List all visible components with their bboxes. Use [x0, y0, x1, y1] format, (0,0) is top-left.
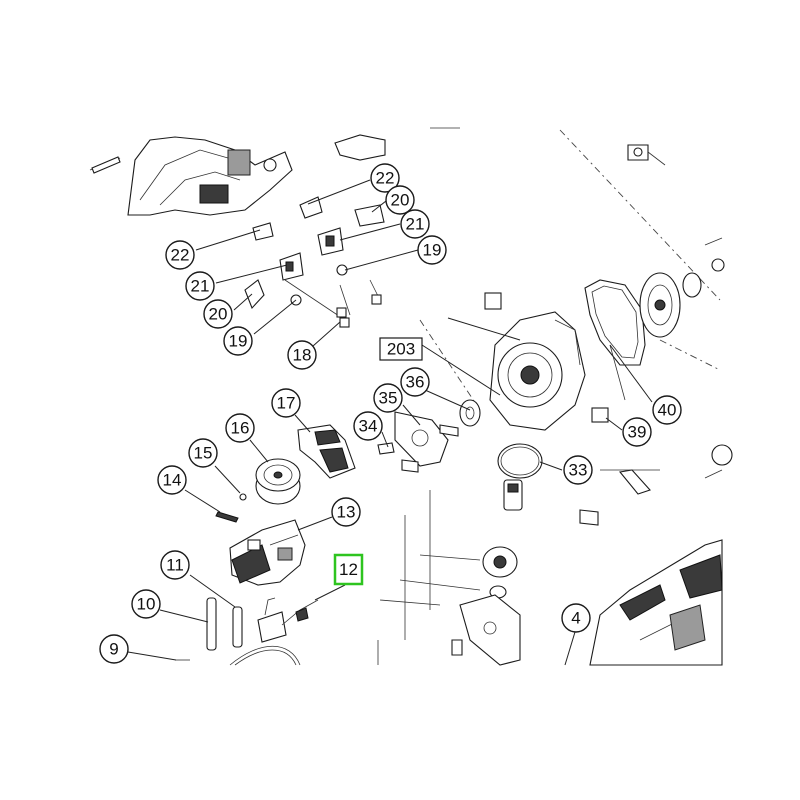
cable: [175, 645, 301, 666]
svg-text:19: 19: [423, 241, 442, 260]
svg-text:20: 20: [209, 305, 228, 324]
spindle-stack: [377, 479, 523, 666]
callout-36[interactable]: 36: [400, 367, 430, 397]
svg-text:12: 12: [339, 560, 358, 579]
housing-top-left: [89, 136, 293, 216]
switch-slider: [297, 424, 356, 479]
svg-text:35: 35: [379, 389, 398, 408]
callout-17[interactable]: 17: [271, 388, 301, 418]
callout-9[interactable]: 9: [99, 634, 129, 664]
svg-text:40: 40: [658, 401, 677, 420]
callout-19-lower[interactable]: 19: [223, 326, 253, 356]
svg-text:19: 19: [229, 332, 248, 351]
callout-19-upper[interactable]: 19: [417, 235, 447, 265]
leader-lines: [127, 179, 653, 666]
svg-text:15: 15: [194, 444, 213, 463]
svg-text:11: 11: [166, 556, 184, 575]
pin-and-spring: [215, 493, 247, 523]
callout-18[interactable]: 18: [287, 340, 317, 370]
callout-34[interactable]: 34: [353, 411, 383, 441]
svg-text:4: 4: [571, 609, 580, 628]
svg-text:33: 33: [569, 461, 588, 480]
callout-15[interactable]: 15: [188, 438, 218, 468]
callout-39[interactable]: 39: [622, 417, 652, 447]
brush-holder-with-wire: [257, 597, 319, 643]
svg-text:36: 36: [406, 373, 425, 392]
callout-13[interactable]: 13: [331, 497, 361, 527]
housing-bottom-right: [589, 539, 723, 666]
svg-text:18: 18: [293, 346, 312, 365]
callout-11[interactable]: 11: [160, 550, 190, 580]
washer-bolt-set: [377, 399, 481, 473]
o-ring: [497, 443, 543, 479]
right-bolts: [579, 444, 733, 526]
svg-text:39: 39: [628, 423, 647, 442]
callout-21-upper[interactable]: 21: [400, 209, 430, 239]
brush-assembly: [244, 196, 385, 328]
svg-text:20: 20: [391, 191, 410, 210]
switch-unit: [229, 519, 306, 586]
svg-text:21: 21: [406, 215, 425, 234]
callout-14[interactable]: 14: [157, 465, 187, 495]
svg-text:22: 22: [171, 246, 190, 265]
svg-text:203: 203: [387, 340, 415, 359]
gasket-and-bearings: [584, 272, 721, 423]
top-small-parts: [334, 127, 725, 301]
svg-text:16: 16: [231, 419, 250, 438]
gear-housing: [419, 292, 586, 431]
svg-text:34: 34: [359, 417, 378, 436]
callout-4[interactable]: 4: [561, 603, 591, 633]
svg-text:22: 22: [376, 169, 395, 188]
svg-text:21: 21: [191, 277, 210, 296]
callout-22-lower[interactable]: 22: [165, 240, 195, 270]
callout-203[interactable]: 203: [379, 337, 423, 361]
callout-20-upper[interactable]: 20: [385, 185, 415, 215]
svg-text:10: 10: [137, 595, 156, 614]
callout-40[interactable]: 40: [652, 395, 682, 425]
gear: [255, 458, 301, 505]
svg-text:14: 14: [163, 471, 182, 490]
callout-12-highlighted[interactable]: 12: [333, 553, 364, 586]
callout-10[interactable]: 10: [131, 589, 161, 619]
callout-20-lower[interactable]: 20: [203, 299, 233, 329]
callout-22-upper[interactable]: 22: [370, 163, 400, 193]
svg-text:13: 13: [337, 503, 356, 522]
callout-35[interactable]: 35: [373, 383, 403, 413]
callout-33[interactable]: 33: [563, 455, 593, 485]
svg-text:9: 9: [109, 640, 118, 659]
callout-21-lower[interactable]: 21: [185, 271, 215, 301]
callout-16[interactable]: 16: [225, 413, 255, 443]
svg-text:17: 17: [277, 394, 296, 413]
pins: [206, 597, 243, 651]
